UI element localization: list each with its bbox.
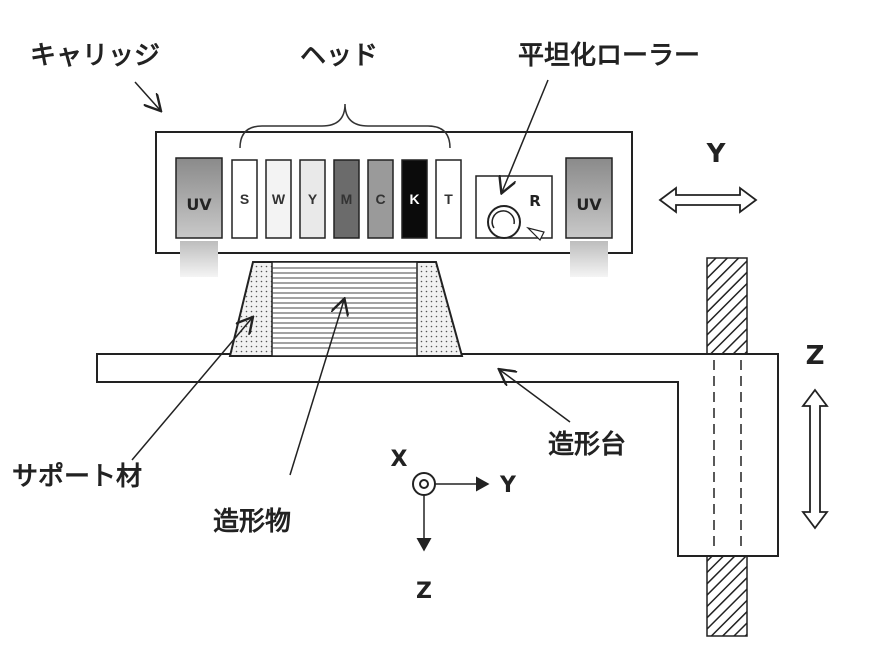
svg-text:X: X (391, 447, 408, 472)
head-bracket (239, 103, 451, 149)
print-head-label: K (409, 191, 419, 207)
print-head-label: T (444, 191, 453, 207)
print-head-s (231, 159, 258, 239)
print-head-w (265, 159, 292, 239)
head-label: ヘッド (300, 41, 378, 71)
svg-text:Z: Z (416, 579, 432, 604)
print-head-t (435, 159, 462, 239)
svg-text:UV: UV (186, 195, 212, 214)
build-platform (96, 353, 779, 557)
flattening-roller: R (475, 175, 553, 242)
uv-lamp-right: UV (565, 157, 613, 277)
print-head-m (333, 159, 360, 239)
svg-text:Y: Y (499, 473, 517, 498)
print-head-label: M (341, 191, 353, 207)
carriage (155, 131, 633, 254)
print-head-label: Y (308, 191, 318, 207)
svg-text:UV: UV (576, 195, 602, 214)
model-label: 造形物 (213, 507, 291, 537)
leader-lines (131, 79, 571, 476)
z-motion-arrow: Z (801, 341, 829, 530)
y-motion-arrow: Y (658, 139, 758, 214)
roller-label: 平坦化ローラー (518, 41, 700, 71)
print-head-k (401, 159, 428, 239)
platform-label: 造形台 (548, 429, 626, 460)
printed-model (271, 261, 418, 357)
coordinate-axes: X Y Z (391, 447, 518, 604)
uv-lamp-left: UV (175, 157, 223, 277)
print-head-y (299, 159, 326, 239)
support-label: サポート材 (12, 461, 142, 492)
svg-text:Z: Z (806, 341, 825, 371)
svg-text:R: R (529, 192, 541, 210)
print-head-c (367, 159, 394, 239)
svg-text:Y: Y (706, 139, 727, 169)
print-head-label: C (375, 191, 385, 207)
print-head-label: W (272, 191, 286, 207)
carriage-label: キャリッジ (30, 41, 160, 71)
print-head-label: S (240, 191, 249, 207)
